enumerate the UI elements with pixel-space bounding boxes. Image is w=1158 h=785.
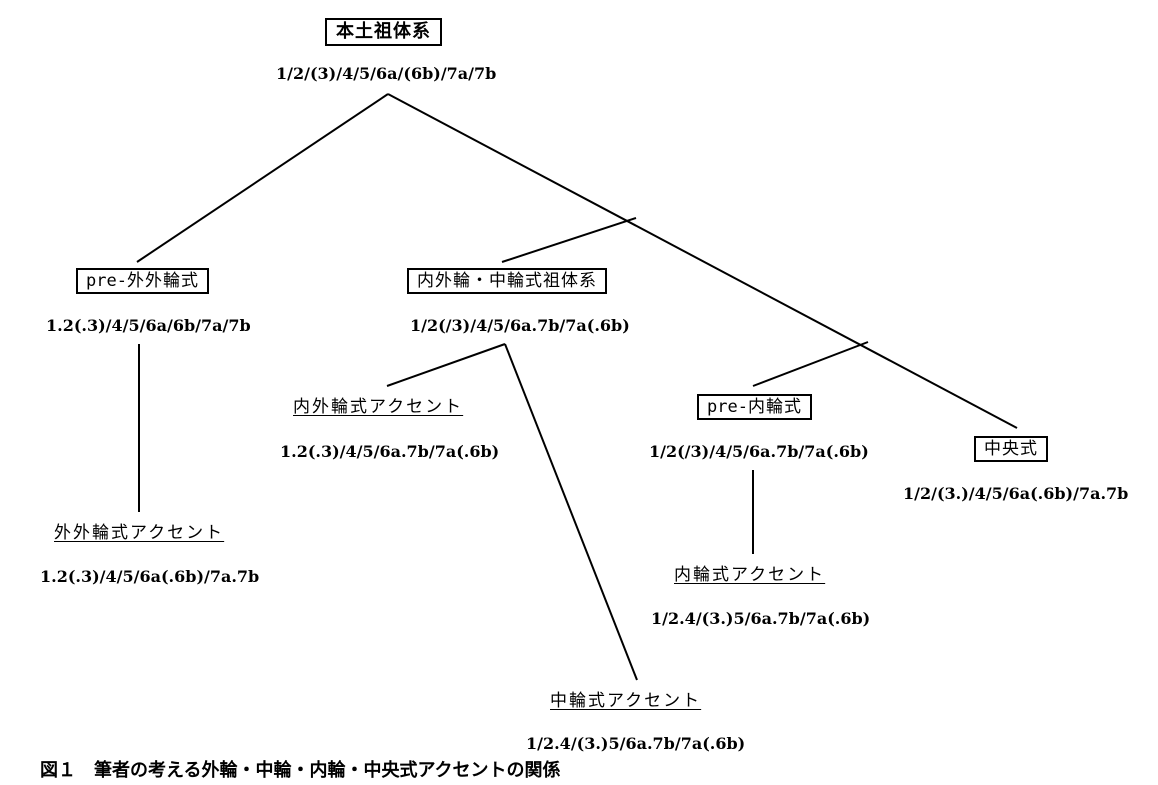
pre-outer-label: pre-外外輪式 [76,268,209,294]
root-label: 本土祖体系 [325,18,442,46]
edge-junction-pre-inner [752,341,869,387]
edge-oim-inner-outer-accent [386,343,506,387]
middle-accent-formula: 1/2.4/(3.)5/6a.7b/7a(.6b) [526,734,746,753]
pre-inner-label-main: 内輪式 [747,397,802,417]
pre-inner-formula: 1/2(/3)/4/5/6a.7b/7a(.6b) [649,442,869,461]
pre-outer-label-prefix: pre- [86,271,127,291]
edge-oim-middle-accent [504,343,638,681]
outer-inner-middle-formula: 1/2(/3)/4/5/6a.7b/7a(.6b) [410,316,630,335]
pre-inner-label: pre-内輪式 [697,394,812,420]
edge-root-central [387,93,1018,429]
central-label: 中央式 [974,436,1048,462]
outer-outer-accent-formula: 1.2(.3)/4/5/6a(.6b)/7a.7b [40,567,260,586]
central-formula: 1/2/(3.)/4/5/6a(.6b)/7a.7b [903,484,1129,503]
pre-outer-label-main: 外外輪式 [126,271,199,291]
pre-outer-formula: 1.2(.3)/4/5/6a/6b/7a/7b [46,316,251,335]
middle-accent-label: 中輪式アクセント [550,691,702,711]
inner-accent-label: 内輪式アクセント [674,565,826,585]
inner-accent-formula: 1/2.4/(3.)5/6a.7b/7a(.6b) [651,609,871,628]
edge-junction-outer-inner-middle [501,217,637,263]
pre-inner-label-prefix: pre- [707,397,748,417]
edge-root-pre-outer [136,93,389,263]
figure-caption: 図１ 筆者の考える外輪・中輪・内輪・中央式アクセントの関係 [40,760,561,781]
outer-outer-accent-label: 外外輪式アクセント [54,523,225,543]
root-formula: 1/2/(3)/4/5/6a/(6b)/7a/7b [276,64,497,83]
inner-outer-accent-label: 内外輪式アクセント [293,397,464,417]
inner-outer-accent-formula: 1.2(.3)/4/5/6a.7b/7a(.6b) [280,442,500,461]
outer-inner-middle-label: 内外輪・中輪式祖体系 [407,268,607,294]
